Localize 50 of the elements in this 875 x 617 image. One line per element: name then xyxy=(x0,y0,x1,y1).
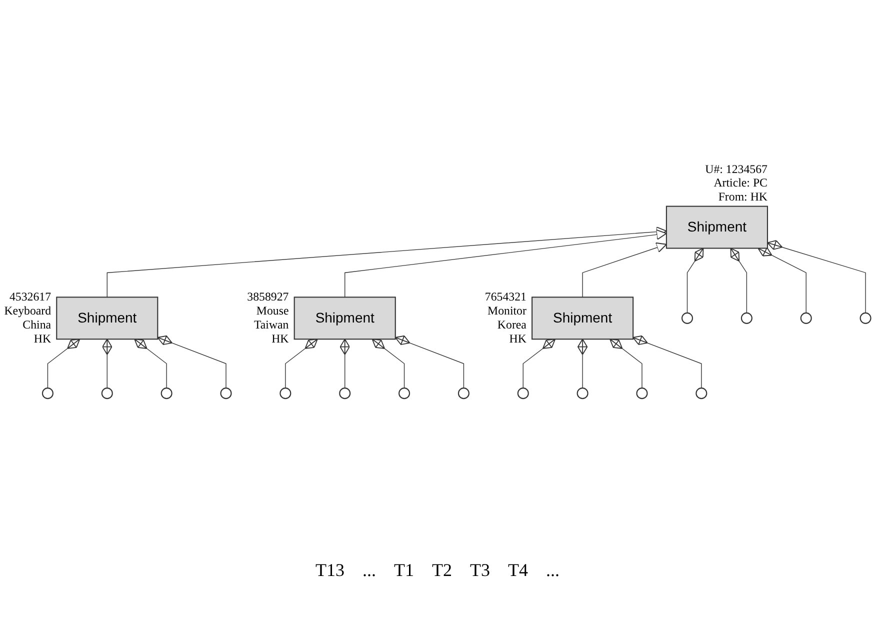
node-circle xyxy=(636,387,648,399)
shipment-details: 7654321 Monitor Korea HK xyxy=(484,289,526,346)
node-circle xyxy=(576,387,588,399)
tag-label: T1 xyxy=(394,560,414,581)
connector xyxy=(47,338,80,388)
connector xyxy=(285,338,318,388)
connector xyxy=(157,335,226,388)
node-circle xyxy=(220,387,232,399)
connector xyxy=(577,338,588,388)
shipment-details: U#: 1234567 Article: PC From: HK xyxy=(705,161,768,204)
shipment-details: 4532617 Keyboard China HK xyxy=(4,289,52,346)
connector xyxy=(767,240,866,313)
node-box: Shipment xyxy=(294,296,396,340)
connector xyxy=(372,338,405,388)
node-circle xyxy=(458,387,470,399)
node-circle xyxy=(339,387,351,399)
node-circle xyxy=(800,312,812,324)
node-circle xyxy=(280,387,292,399)
tag-label: T13 xyxy=(316,560,344,581)
shipment-details: 3858927 Mouse Taiwan HK xyxy=(247,289,289,346)
node-circle xyxy=(696,387,708,399)
arrow xyxy=(582,242,667,298)
connector xyxy=(730,247,748,313)
node-circle xyxy=(517,387,529,399)
tag-label: T4 xyxy=(508,560,528,581)
tag-label: ... xyxy=(362,560,376,581)
tag-label: T3 xyxy=(470,560,490,581)
node-circle xyxy=(740,312,752,324)
node-box: Shipment xyxy=(56,296,158,340)
tag-label: ... xyxy=(546,560,560,581)
node-circle xyxy=(860,312,872,324)
node-circle xyxy=(101,387,113,399)
connector xyxy=(522,338,556,388)
tag-label: T2 xyxy=(432,560,452,581)
arrow xyxy=(344,228,667,298)
arrow xyxy=(106,226,667,298)
connector xyxy=(686,247,704,313)
connector xyxy=(134,338,167,388)
connector xyxy=(610,338,642,388)
connector xyxy=(758,246,806,313)
node-circle xyxy=(398,387,410,399)
node-box: Shipment xyxy=(532,296,634,340)
connector xyxy=(340,338,350,388)
node-box: Shipment xyxy=(666,205,768,248)
node-circle xyxy=(160,387,172,399)
connector xyxy=(102,338,112,388)
connector xyxy=(632,335,702,388)
node-circle xyxy=(42,387,54,399)
connector xyxy=(394,335,464,388)
node-circle xyxy=(681,312,694,324)
